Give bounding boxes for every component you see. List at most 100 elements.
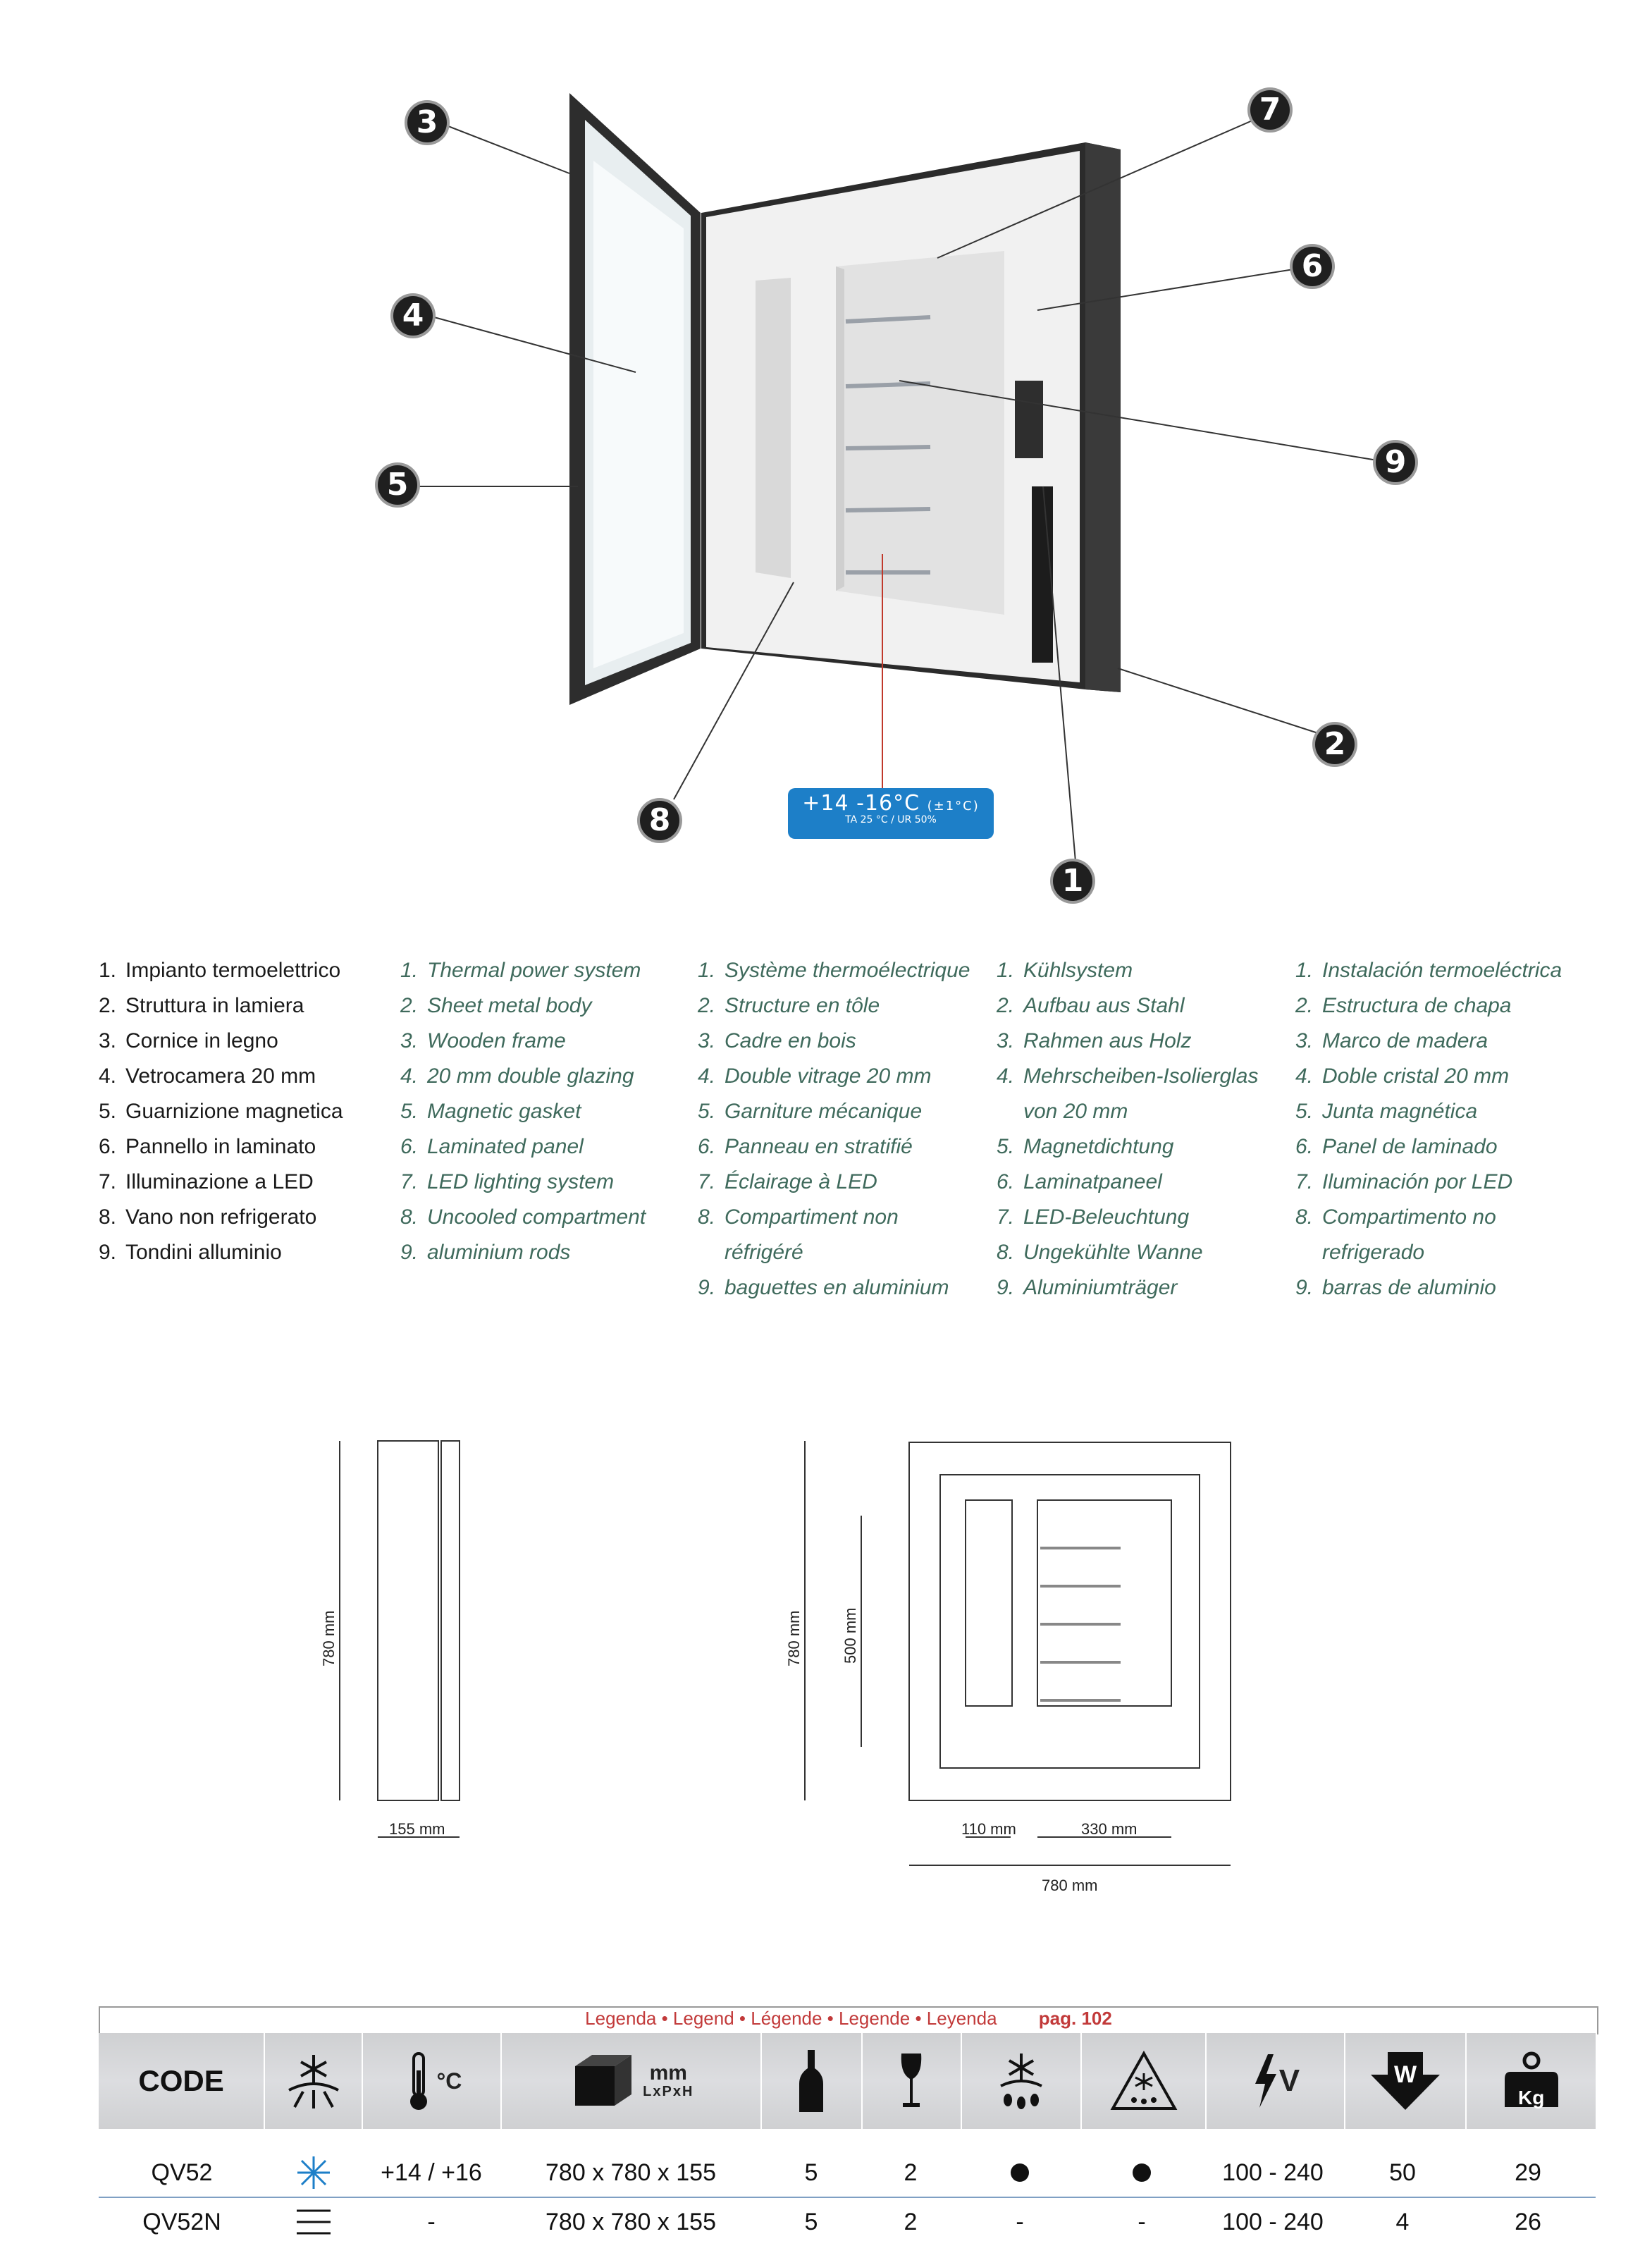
dim-side-depth: 155 mm bbox=[389, 1820, 445, 1838]
legend-item-number: 8. bbox=[1295, 1205, 1314, 1229]
dot-icon bbox=[1133, 2163, 1151, 2182]
size-sub: LxPxH bbox=[643, 2083, 694, 2099]
legend-item: refrigerado bbox=[1295, 1235, 1562, 1270]
legend-item: 7. Illuminazione a LED bbox=[99, 1165, 343, 1200]
cell-humidity: - bbox=[1138, 2208, 1146, 2235]
header-temperature: °C bbox=[363, 2033, 502, 2129]
legend-item-text: Éclairage à LED bbox=[725, 1170, 877, 1193]
callout-8: 8 bbox=[640, 801, 679, 840]
legend-item-number: 5. bbox=[997, 1135, 1015, 1158]
legend-item: 6.Pannello in laminato bbox=[99, 1129, 343, 1165]
legend-item-number: 9. bbox=[698, 1276, 716, 1299]
legend-item-text: barras de aluminio bbox=[1322, 1276, 1496, 1299]
legend-item: réfrigéré bbox=[698, 1235, 970, 1270]
legend-item-number: 8. bbox=[400, 1205, 419, 1229]
legend-item-number: 9. bbox=[1295, 1276, 1314, 1299]
legend-item: 2.Sheet metal body bbox=[400, 988, 646, 1024]
thermoelectric-unit bbox=[1015, 381, 1043, 458]
legend-item-number: 3. bbox=[400, 1029, 419, 1052]
technical-drawings bbox=[339, 1440, 1231, 1866]
legend-item-number: 6. bbox=[1295, 1135, 1314, 1158]
callout-6: 6 bbox=[1293, 247, 1332, 286]
legend-item-number: 8. bbox=[99, 1205, 117, 1229]
legend-item: 7.Iluminación por LED bbox=[1295, 1165, 1562, 1200]
cell-defrost: - bbox=[1016, 2208, 1024, 2235]
legend-item-text: Garniture mécanique bbox=[725, 1100, 923, 1123]
humidity-warning-icon bbox=[1110, 2050, 1178, 2110]
dim-side-height: 780 mm bbox=[320, 1610, 338, 1666]
legend-bar: Legenda • Legend • Légende • Legende • L… bbox=[99, 2006, 1598, 2034]
legend-item: 5.Junta magnética bbox=[1295, 1094, 1562, 1129]
legend-item: 5.Magnetdichtung bbox=[997, 1129, 1259, 1165]
legend-item-text: LED-Beleuchtung bbox=[1023, 1205, 1190, 1229]
legend-item-text: Uncooled compartment bbox=[427, 1205, 646, 1229]
legend-item-number: 7. bbox=[99, 1170, 117, 1193]
wine-compartment bbox=[836, 251, 1004, 615]
cell-size: 780 x 780 x 155 bbox=[545, 2159, 716, 2186]
legend-item-text: Laminatpaneel bbox=[1023, 1170, 1162, 1193]
legend-item: 9.Aluminiumträger bbox=[997, 1270, 1259, 1306]
legend-item-text: Thermal power system bbox=[427, 959, 641, 982]
legend-item-text: Impianto termoelettrico bbox=[125, 959, 341, 982]
legend-item: 8.Compartimento no bbox=[1295, 1200, 1562, 1235]
legend-item: 4.20 mm double glazing bbox=[400, 1059, 646, 1094]
legend-item-text: réfrigéré bbox=[725, 1241, 803, 1264]
legend-item: 9.baguettes en aluminium bbox=[698, 1270, 970, 1306]
legend-item: 3.Cornice in legno bbox=[99, 1024, 343, 1059]
cell-bottles: 5 bbox=[804, 2159, 818, 2186]
table-row: QV52N - 780 x 780 x 155 5 2 - - 100 - 24… bbox=[99, 2198, 1596, 2246]
temperature-conditions: TA 25 °C / UR 50% bbox=[845, 814, 937, 825]
legend-item-number: 8. bbox=[698, 1205, 716, 1229]
cell-code: QV52 bbox=[151, 2159, 213, 2186]
size-unit: mm bbox=[649, 2061, 687, 2085]
legend-item-text: Pannello in laminato bbox=[125, 1135, 316, 1158]
dim-inner-height: 500 mm bbox=[842, 1607, 859, 1664]
legend-item: 6.Panneau en stratifié bbox=[698, 1129, 970, 1165]
cell-weight: 26 bbox=[1515, 2208, 1541, 2235]
dim-total-width: 780 mm bbox=[1042, 1877, 1098, 1894]
watt-icon bbox=[1371, 2052, 1440, 2110]
legend-item-text: Aluminiumträger bbox=[1023, 1276, 1178, 1299]
legend-item-number: 4. bbox=[99, 1064, 117, 1088]
legend-item-text: LED lighting system bbox=[427, 1170, 615, 1193]
legend-item-number: 5. bbox=[698, 1100, 716, 1123]
legend-item-number: 1. bbox=[400, 959, 419, 982]
cell-code: QV52N bbox=[142, 2208, 221, 2235]
legend-item-text: Aufbau aus Stahl bbox=[1023, 994, 1185, 1017]
legend-item: 5.Guarnizione magnetica bbox=[99, 1094, 343, 1129]
dim-right-width: 330 mm bbox=[1081, 1820, 1138, 1838]
legend-item: 2.Estructura de chapa bbox=[1295, 988, 1562, 1024]
dot-icon bbox=[1011, 2163, 1029, 2182]
legend-item-text: Doble cristal 20 mm bbox=[1322, 1064, 1510, 1088]
cell-glasses: 2 bbox=[904, 2208, 918, 2235]
legend-item: 1. Thermal power system bbox=[400, 953, 646, 988]
legend-item: 6.Laminatpaneel bbox=[997, 1165, 1259, 1200]
legend-item-number: 5. bbox=[99, 1100, 117, 1123]
legend-item-text: Instalación termoeléctrica bbox=[1322, 959, 1562, 982]
legend-item-text: Laminated panel bbox=[427, 1135, 584, 1158]
legend-item: 8.Ungekühlte Wanne bbox=[997, 1235, 1259, 1270]
legend-item: 3.Cadre en bois bbox=[698, 1024, 970, 1059]
legend-item: 9.aluminium rods bbox=[400, 1235, 646, 1270]
legend-item: 9.Tondini alluminio bbox=[99, 1235, 343, 1270]
legend-item-text: Wooden frame bbox=[427, 1029, 566, 1052]
legend-item-number: 6. bbox=[400, 1135, 419, 1158]
legend-item-number: 3. bbox=[997, 1029, 1015, 1052]
legend-page-link[interactable]: pag. 102 bbox=[1038, 2008, 1112, 2029]
legend-item-number: 4. bbox=[1295, 1064, 1314, 1088]
legend-item-number bbox=[698, 1235, 725, 1270]
temperature-tolerance: (±1°C) bbox=[927, 799, 980, 814]
legend-item: 8.Compartiment non bbox=[698, 1200, 970, 1235]
temperature-badge: +14 -16°C (±1°C) TA 25 °C / UR 50% bbox=[788, 788, 994, 839]
cell-bottles: 5 bbox=[804, 2208, 818, 2235]
cell-temperature: - bbox=[427, 2208, 436, 2235]
dim-front-height: 780 mm bbox=[785, 1610, 803, 1666]
legend-item-text: Illuminazione a LED bbox=[125, 1170, 314, 1193]
cell-weight: 29 bbox=[1515, 2159, 1541, 2186]
glass-icon bbox=[901, 2054, 922, 2107]
legend-item-number: 2. bbox=[997, 994, 1015, 1017]
table-header: CODE °C mm LxPxH bbox=[99, 2033, 1596, 2129]
legend-item: 1.Kühlsystem bbox=[997, 953, 1259, 988]
legend-item: 3.Marco de madera bbox=[1295, 1024, 1562, 1059]
